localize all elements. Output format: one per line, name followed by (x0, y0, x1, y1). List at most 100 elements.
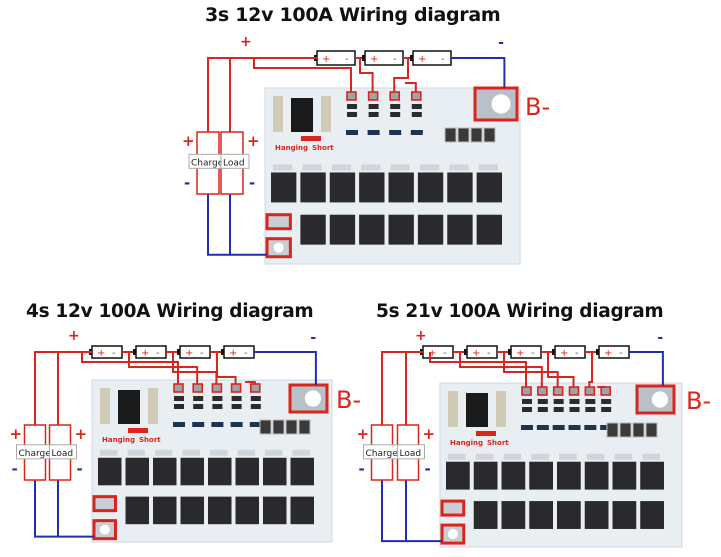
mosfet-tab (559, 453, 577, 460)
load-label-bg (397, 444, 425, 460)
shunt-resistor (457, 127, 470, 143)
resistor (193, 404, 204, 409)
shunt-resistor (259, 419, 272, 435)
battery-terminal (362, 55, 365, 61)
balance-pad (600, 386, 611, 396)
mosfet (359, 214, 385, 245)
shunt-resistor (645, 422, 658, 438)
resistor (390, 112, 401, 117)
diode (568, 425, 581, 430)
balance-pad (192, 383, 203, 393)
mosfet-tab (475, 453, 494, 460)
mosfet (557, 501, 581, 529)
mosfet-tab (419, 164, 440, 171)
wire-balance-tap (359, 58, 374, 92)
resistor (212, 396, 223, 401)
wire-balance-tap (245, 381, 256, 384)
mosfet (359, 172, 385, 203)
wire-balance-tap (459, 352, 543, 387)
mosfet (329, 172, 356, 203)
diode (536, 425, 549, 430)
cell-minus: - (156, 348, 160, 359)
balance-pad (411, 91, 422, 101)
mosfet-tab (614, 453, 633, 460)
mosfet (388, 214, 414, 245)
cell-plus: + (97, 348, 105, 359)
cell-plus: + (516, 348, 524, 359)
shunt-resistor (298, 419, 311, 435)
connector-right (148, 388, 158, 424)
diode (367, 130, 380, 135)
balance-pad (230, 383, 242, 393)
charger-plus: + (357, 425, 370, 443)
jumper-marker (128, 428, 148, 433)
battery-terminal (464, 349, 467, 355)
resistor (231, 404, 242, 409)
diode (346, 130, 358, 135)
mosfet-tab (155, 449, 173, 456)
short-label: Short (312, 144, 334, 152)
p-minus-pad-top (92, 495, 117, 513)
mosfet (153, 496, 177, 525)
wire-balance-tap (588, 352, 593, 387)
wires (207, 57, 506, 256)
b-minus-hole (304, 390, 322, 407)
mosfet (271, 172, 297, 203)
cell-plus: + (229, 348, 237, 359)
p-minus-hole (447, 529, 458, 540)
charger-plus: + (10, 425, 23, 443)
wires (381, 351, 664, 543)
mosfet-tab (531, 453, 549, 460)
mosfet-tab (292, 449, 310, 456)
wire-balance-tap (429, 352, 527, 387)
balance-pad (346, 91, 357, 101)
mosfet-tab (265, 449, 283, 456)
mosfet (473, 461, 498, 490)
mosfet-tab (390, 164, 410, 171)
wire-balance-tap (405, 82, 417, 92)
jumper-marker (476, 431, 496, 436)
mosfet (208, 496, 232, 525)
mosfet-tab (331, 164, 352, 171)
wire-charger-negative (207, 194, 267, 256)
resistor (250, 404, 261, 409)
connector-left (100, 388, 110, 424)
resistor (601, 407, 612, 412)
wire-positive-bus (207, 57, 317, 132)
mosfet (125, 457, 149, 486)
p-minus-hole (273, 242, 284, 253)
shunt-resistor (272, 419, 285, 435)
mosfet (447, 214, 473, 245)
balance-pad (568, 386, 580, 396)
battery-cells: +-+-+-+-+- (420, 345, 630, 359)
cell-minus: - (619, 348, 623, 359)
resistor (368, 112, 379, 117)
cell-minus: - (441, 54, 445, 65)
cell-plus: + (560, 348, 568, 359)
mosfet (473, 501, 498, 529)
battery-terminal (410, 55, 413, 61)
b-minus-hole (651, 391, 669, 408)
shunt-resistor (285, 419, 298, 435)
mosfet (125, 496, 149, 525)
mosfet-tab (273, 164, 293, 171)
p-minus-pad-top (440, 499, 466, 517)
wires (34, 351, 317, 538)
mosfet (208, 457, 232, 486)
p-minus-hole (99, 524, 110, 535)
load-minus: - (425, 460, 431, 478)
mosfet-tab (478, 164, 498, 171)
ic-chip (466, 393, 488, 427)
cell-minus: - (244, 348, 248, 359)
mosfet (640, 501, 664, 529)
load-label-bg (220, 153, 250, 169)
load-label: Load (400, 449, 422, 459)
cell-plus: + (604, 348, 612, 359)
battery-minus-label: - (657, 330, 663, 346)
mosfet (640, 461, 664, 490)
resistor (585, 407, 596, 412)
battery-minus-label: - (310, 330, 316, 346)
short-label: Short (487, 439, 509, 447)
wire-balance-tap (216, 352, 237, 384)
